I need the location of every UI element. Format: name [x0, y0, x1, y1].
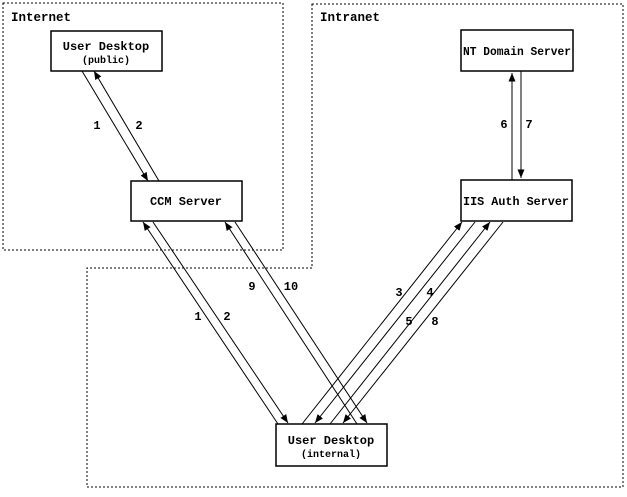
- node-user-desktop-internal: User Desktop (internal): [275, 423, 388, 467]
- user-desktop-internal-title: User Desktop: [288, 434, 374, 448]
- edge-label-8: 8: [431, 315, 438, 329]
- user-desktop-internal-subtitle: (internal): [301, 449, 361, 461]
- nt-domain-server-title: NT Domain Server: [463, 45, 571, 59]
- internet-zone-label: Internet: [11, 11, 71, 25]
- node-user-desktop-public: User Desktop (public): [50, 30, 163, 72]
- node-ccm-server: CCM Server: [130, 180, 243, 222]
- edge-10-ccm-to-internal-desktop: [234, 221, 368, 424]
- user-desktop-public-box: [50, 30, 163, 72]
- edge-label-1-public: 1: [93, 119, 100, 133]
- edge-label-5: 5: [405, 315, 412, 329]
- edge-8-iis-to-internal-desktop: [342, 221, 504, 424]
- edge-label-10: 10: [284, 280, 298, 294]
- node-nt-domain-server: NT Domain Server: [460, 29, 574, 72]
- edge-1-internal-desktop-to-ccm: [142, 221, 279, 425]
- node-iis-auth-server: IIS Auth Server: [460, 179, 573, 222]
- edge-label-3: 3: [395, 286, 402, 300]
- ccm-server-box: [130, 180, 243, 222]
- internet-zone-border: [2, 2, 284, 251]
- edge-label-7: 7: [525, 118, 532, 132]
- edge-9-internal-desktop-to-ccm: [224, 221, 358, 425]
- user-desktop-public-title: User Desktop: [63, 40, 149, 54]
- user-desktop-public-subtitle: (public): [82, 55, 130, 67]
- iis-auth-server-box: [460, 179, 573, 222]
- edge-label-1-internal: 1: [194, 310, 201, 324]
- iis-auth-server-title: IIS Auth Server: [463, 195, 569, 209]
- edge-label-4: 4: [426, 286, 433, 300]
- ccm-server-title: CCM Server: [150, 195, 222, 209]
- edge-2-ccm-to-public-desktop: [93, 70, 160, 182]
- edge-label-6: 6: [500, 118, 507, 132]
- edge-3-internal-desktop-to-iis: [301, 221, 463, 425]
- nt-domain-server-box: [460, 29, 574, 72]
- edge-label-2-internal: 2: [223, 310, 230, 324]
- edge-label-2-public: 2: [135, 119, 142, 133]
- user-desktop-internal-box: [275, 423, 388, 467]
- intranet-zone-label: Intranet: [320, 11, 380, 25]
- edge-4-iis-to-internal-desktop: [314, 221, 476, 424]
- edge-label-9: 9: [248, 280, 255, 294]
- edge-1-public-desktop-to-ccm: [81, 70, 149, 182]
- edge-2-ccm-to-internal-desktop: [152, 221, 289, 424]
- edge-5-internal-desktop-to-iis: [329, 221, 491, 425]
- intranet-zone-border: [86, 3, 624, 488]
